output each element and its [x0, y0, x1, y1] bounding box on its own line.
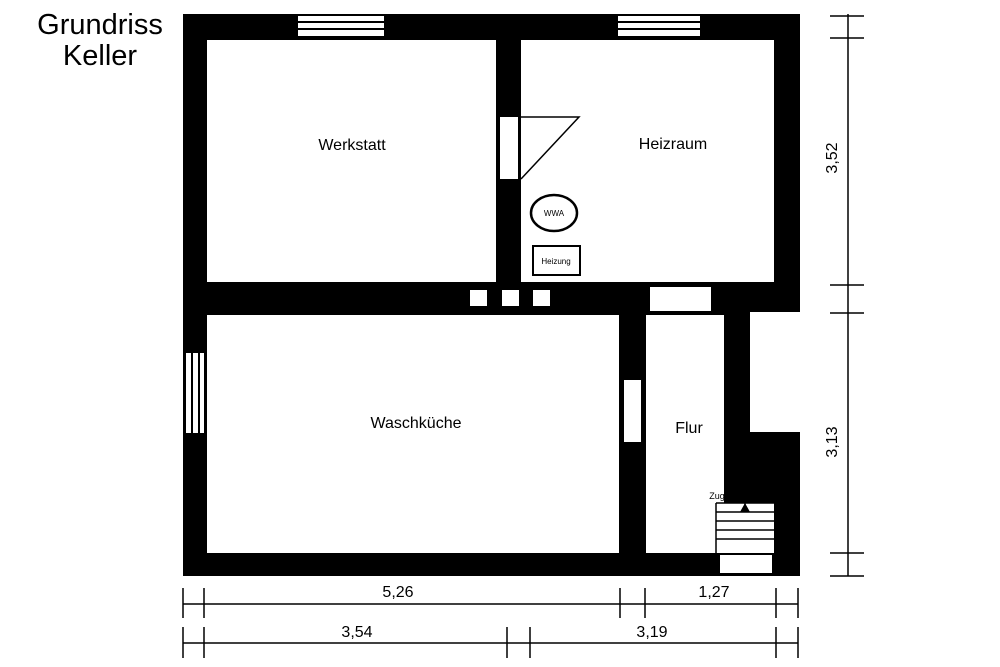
- room-label-werkstatt: Werkstatt: [318, 137, 386, 154]
- plan-title: Grundriss Keller: [10, 10, 190, 72]
- room-label-flur: Flur: [675, 420, 703, 437]
- room-heizraum: [521, 40, 774, 282]
- water-heater: WWA: [529, 193, 579, 233]
- door-exit-flur: [720, 555, 772, 573]
- dimension-horizontal-1: [182, 588, 799, 618]
- room-werkstatt: [207, 40, 496, 282]
- dimension-width-right: 1,27: [698, 584, 729, 601]
- dimension-width-left: 5,26: [382, 584, 413, 601]
- vent-3: [533, 290, 550, 306]
- room-label-heizraum: Heizraum: [639, 136, 707, 153]
- vent-1: [470, 290, 487, 306]
- window-werkstatt: [298, 16, 384, 36]
- dimension-vertical: [830, 14, 864, 577]
- dimension-top-height: 3,52: [824, 142, 841, 173]
- room-label-waschkueche: Waschküche: [371, 415, 462, 432]
- dimension-horizontal-2: [182, 627, 799, 658]
- door-heizraum-flur: [650, 287, 711, 311]
- water-heater-label: WWA: [544, 209, 565, 218]
- heating-unit: Heizung: [532, 245, 581, 276]
- dimension-width-bottom-right: 3,19: [636, 624, 667, 641]
- vent-2: [502, 290, 519, 306]
- exterior-notch: [750, 312, 802, 432]
- dimension-width-bottom-left: 3,54: [341, 624, 372, 641]
- window-heizraum: [618, 16, 700, 36]
- room-flur: [646, 315, 724, 553]
- door-werkstatt-heizraum: [500, 116, 581, 180]
- heating-unit-label: Heizung: [541, 257, 570, 266]
- stairs-label: Zugang zum EG: [709, 491, 775, 501]
- plan-title-line2: Keller: [62, 40, 138, 72]
- staircase: [715, 502, 774, 553]
- door-waschkueche-flur: [624, 380, 641, 442]
- room-waschkueche: [207, 315, 619, 553]
- plan-title-line1: Grundriss: [37, 9, 163, 41]
- window-waschkueche: [186, 353, 204, 433]
- dimension-bottom-height: 3,13: [824, 426, 841, 457]
